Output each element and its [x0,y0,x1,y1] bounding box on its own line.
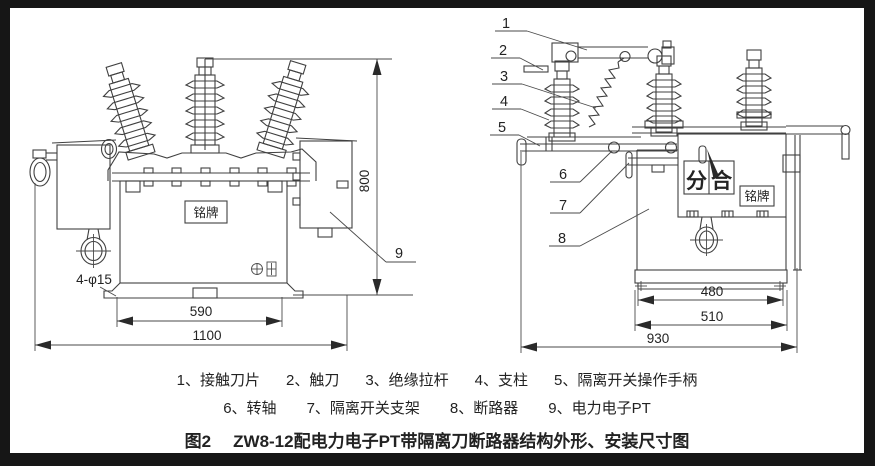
indicator-open-label: 分 [686,170,707,193]
front-nameplate: 铭牌 [184,200,228,224]
side-right-leg-and-handle [782,124,851,271]
side-open-close-indicator: 分 合 [683,145,735,195]
front-nameplate-label: 铭牌 [193,205,218,220]
figure-number: 图2 [184,432,212,451]
legend-row-2: 6、转轴 7、隔离开关支架 8、断路器 9、电力电子PT [223,397,651,418]
side-dim-total-930: 930 [520,152,798,353]
caption-block: 1、接触刀片 2、触刀 3、绝缘拉杆 4、支柱 5、隔离开关操作手柄 6、转轴 … [10,369,864,452]
dim-590-label: 590 [190,304,213,319]
figure-title: ZW8-12配电力电子PT带隔离刀断路器结构外形、安装尺寸图 [233,432,690,451]
legend-item-8: 8、断路器 [449,400,519,417]
front-ground-symbol [251,261,277,277]
legend-row-1: 1、接触刀片 2、触刀 3、绝缘拉杆 4、支柱 5、隔离开关操作手柄 [177,369,698,390]
legend-item-2: 2、触刀 [285,372,340,389]
callout-9-label: 9 [395,246,403,262]
callout-6-label: 6 [559,167,567,183]
side-switch-bracket [625,151,678,179]
front-holes-note: 4-φ15 [76,272,117,297]
front-dim-height-800: 800 [205,58,413,296]
dim-930-label: 930 [647,331,670,346]
figure-title-row: 图2 ZW8-12配电力电子PT带隔离刀断路器结构外形、安装尺寸图 [185,427,690,452]
callout-3-label: 3 [500,69,508,85]
front-pt-box [292,137,358,238]
front-top-cover [107,148,317,181]
side-lifting-ring [690,216,723,256]
legend-item-1: 1、接触刀片 [176,372,260,389]
callout-8-label: 8 [558,231,566,247]
side-callouts: 1 2 3 4 5 6 7 8 [490,16,650,247]
side-mechanism-box [632,126,787,218]
front-dim-total-1100: 1100 [34,183,348,351]
legend-item-6: 6、转轴 [223,400,277,417]
callout-2-label: 2 [499,43,507,59]
legend-item-3: 3、绝缘拉杆 [365,372,449,389]
side-blade-arm [523,40,675,73]
front-view-drawing: 铭牌 [29,56,416,351]
front-shaft-rod [112,167,310,187]
side-nameplate: 铭牌 [739,185,775,207]
front-dim-base-590: 590 [116,297,283,327]
holes-4xd15-label: 4-φ15 [76,272,112,287]
front-callout-9: 9 [329,211,416,263]
front-left-cabinet [29,138,118,268]
legend-item-7: 7、隔离开关支架 [306,400,420,417]
front-main-tank [103,180,304,299]
side-dim-mid-510: 510 [634,290,788,331]
side-frame-shaft [516,136,678,166]
dim-480-label: 480 [701,284,724,299]
side-dim-inner-480: 480 [637,284,784,306]
dim-1100-label: 1100 [192,328,221,343]
side-insulating-rod [587,57,625,128]
legend-item-4: 4、支柱 [474,372,529,389]
side-view-drawing: 分 合 铭牌 [490,16,851,353]
callout-4-label: 4 [500,94,508,110]
callout-7-label: 7 [559,198,567,214]
side-bushings [544,49,772,142]
side-breaker-body [634,149,788,291]
callout-5-label: 5 [498,120,506,136]
dim-510-label: 510 [701,309,724,324]
legend-item-9: 9、电力电子PT [548,400,651,417]
callout-1-label: 1 [502,16,510,32]
side-nameplate-label: 铭牌 [744,189,769,204]
front-bushings [95,56,317,163]
drawing-paper [10,8,864,453]
side-callout-leaders [490,30,650,247]
dim-800-label: 800 [357,170,372,193]
legend-item-5: 5、隔离开关操作手柄 [554,372,698,389]
